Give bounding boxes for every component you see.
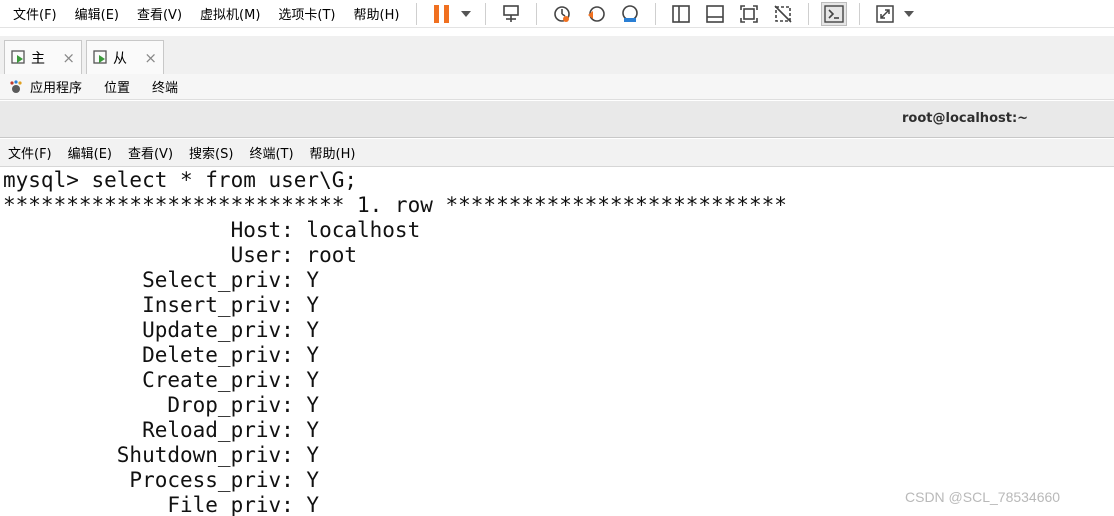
- toolbar-divider: [859, 2, 861, 25]
- watermark: CSDN @SCL_78534660: [905, 489, 1061, 505]
- terminal-line: File_priv: Y: [3, 493, 320, 516]
- close-icon[interactable]: ×: [144, 48, 157, 67]
- terminal-line: User: root: [3, 243, 358, 267]
- vmware-toolbar: 文件(F) 编辑(E) 查看(V) 虚拟机(M) 选项卡(T) 帮助(H): [0, 0, 1114, 28]
- toolbar-divider: [416, 2, 418, 25]
- terminal-line: Drop_priv: Y: [3, 393, 320, 417]
- revert-snapshot-icon[interactable]: [583, 2, 609, 26]
- terminal-menu-terminal[interactable]: 终端(T): [249, 147, 294, 162]
- send-ctrl-alt-del-icon[interactable]: [498, 2, 524, 26]
- terminal-line: mysql> select * from user\G;: [3, 168, 358, 192]
- terminal-line: Host: localhost: [3, 218, 421, 242]
- vm-icon: [11, 49, 25, 64]
- console-view-icon[interactable]: [821, 1, 848, 26]
- menu-file[interactable]: 文件(F): [13, 8, 57, 23]
- toolbar-group-console: [817, 1, 851, 26]
- terminal-line: Create_priv: Y: [3, 368, 320, 392]
- unity-icon[interactable]: [770, 2, 796, 26]
- vm-icon: [93, 49, 107, 64]
- menu-tabs[interactable]: 选项卡(T): [278, 8, 336, 23]
- toolbar-divider: [655, 2, 657, 25]
- toolbar-group-view: [664, 2, 800, 26]
- toolbar-group-snapshot: [545, 2, 647, 26]
- terminal-line: Select_priv: Y: [3, 268, 320, 292]
- snapshot-icon[interactable]: [549, 2, 575, 26]
- terminal-menubar: 文件(F) 编辑(E) 查看(V) 搜索(S) 终端(T) 帮助(H): [0, 139, 1114, 167]
- toolbar-group-stretch: [868, 2, 920, 26]
- tab-label: 主: [31, 50, 45, 67]
- toolbar-divider: [808, 2, 810, 25]
- thumbnail-icon[interactable]: [702, 2, 728, 26]
- terminal-line: Delete_priv: Y: [3, 343, 320, 367]
- terminal-menu-help[interactable]: 帮助(H): [309, 147, 356, 162]
- terminal-titlebar: root@localhost:~: [0, 101, 1114, 138]
- menu-edit[interactable]: 编辑(E): [74, 8, 119, 23]
- toolbar-divider: [485, 2, 487, 25]
- menu-vm[interactable]: 虚拟机(M): [200, 8, 261, 23]
- stretch-icon[interactable]: [872, 2, 898, 26]
- tab-label: 从: [113, 50, 127, 67]
- toolbar-divider: [536, 2, 538, 25]
- chevron-down-icon[interactable]: [461, 10, 472, 17]
- gnome-foot-icon: [10, 79, 22, 93]
- vmware-menubar: 文件(F) 编辑(E) 查看(V) 虚拟机(M) 选项卡(T) 帮助(H): [0, 4, 408, 23]
- fullscreen-icon[interactable]: [736, 2, 762, 26]
- terminal-menu-edit[interactable]: 编辑(E): [67, 147, 112, 162]
- terminal-menu-view[interactable]: 查看(V): [127, 147, 174, 162]
- vm-tab-strip: 主 × 从 ×: [0, 36, 1114, 74]
- library-icon[interactable]: [668, 2, 694, 26]
- terminal-output[interactable]: mysql> select * from user\G; ***********…: [0, 168, 1114, 516]
- terminal-line: Insert_priv: Y: [3, 293, 320, 317]
- tab-master[interactable]: 主 ×: [4, 40, 82, 74]
- terminal-line: Reload_priv: Y: [3, 418, 320, 442]
- close-icon[interactable]: ×: [62, 48, 75, 67]
- chevron-down-icon[interactable]: [904, 10, 915, 17]
- pause-icon[interactable]: [429, 2, 455, 26]
- terminal-window-title: root@localhost:~: [902, 111, 1029, 126]
- terminal-menu-file[interactable]: 文件(F): [8, 147, 52, 162]
- toolbar-group-power: [425, 2, 477, 26]
- gnome-places-menu[interactable]: 位置: [104, 81, 131, 96]
- terminal-line: *************************** 1. row *****…: [3, 193, 787, 217]
- gnome-top-panel: 应用程序 位置 终端: [0, 74, 1114, 100]
- terminal-line: Shutdown_priv: Y: [3, 443, 320, 467]
- menu-view[interactable]: 查看(V): [136, 8, 183, 23]
- menu-help[interactable]: 帮助(H): [353, 8, 400, 23]
- toolbar-group-send: [494, 2, 528, 26]
- tab-slave[interactable]: 从 ×: [86, 40, 164, 74]
- snapshot-manager-icon[interactable]: [617, 2, 643, 26]
- gnome-applications-menu[interactable]: 应用程序: [30, 81, 83, 96]
- terminal-menu-search[interactable]: 搜索(S): [189, 147, 234, 162]
- terminal-line: Process_priv: Y: [3, 468, 320, 492]
- gnome-terminal-menu[interactable]: 终端: [152, 81, 179, 96]
- terminal-line: Update_priv: Y: [3, 318, 320, 342]
